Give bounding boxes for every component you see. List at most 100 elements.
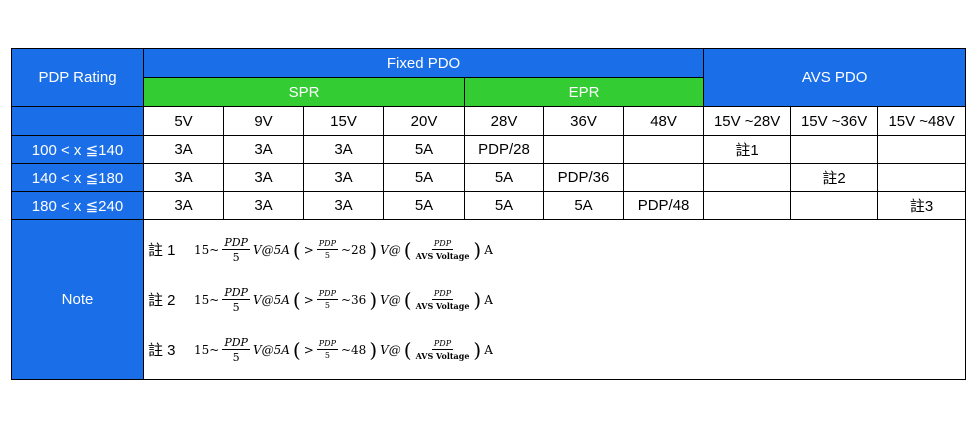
header-voltage: 36V <box>543 106 624 136</box>
header-voltage: 15V ~36V <box>790 106 879 136</box>
table-cell: 3A <box>303 191 384 220</box>
table-cell: 3A <box>143 135 224 164</box>
table-cell: 3A <box>143 163 224 192</box>
table-cell: 3A <box>143 191 224 220</box>
table-cell: 5A <box>383 163 465 192</box>
formula-text: A <box>484 342 493 357</box>
formula-prefix: 15~ <box>194 342 220 357</box>
row-range: 180 < x ≦240 <box>11 191 144 220</box>
table-row: 100 < x ≦140 3A 3A 3A 5A PDP/28 註1 <box>11 135 967 164</box>
header-voltage: 15V ~28V <box>703 106 792 136</box>
table-cell: 3A <box>303 135 384 164</box>
header-fixed-pdo: Fixed PDO <box>142 48 705 78</box>
table-cell <box>877 163 967 192</box>
table-cell: 3A <box>223 191 304 220</box>
formula-text: V@5A <box>252 342 290 357</box>
table-cell: 3A <box>223 135 304 164</box>
table-cell: 3A <box>223 163 304 192</box>
note-item-label: 註 3 <box>148 342 176 359</box>
formula-text: > <box>303 292 314 307</box>
formula-text: > <box>303 242 314 257</box>
note-item-label: 註 1 <box>148 242 176 259</box>
fraction-numerator: PDP <box>316 238 338 250</box>
formula-text: A <box>484 242 493 257</box>
header-avs-pdo: AVS PDO <box>703 48 967 107</box>
table-cell: 5A <box>543 191 624 220</box>
note-item-label: 註 2 <box>148 292 176 309</box>
table-cell: 5A <box>383 135 465 164</box>
table-cell <box>622 135 705 164</box>
table-row: 140 < x ≦180 3A 3A 3A 5A 5A PDP/36 註2 <box>11 163 967 192</box>
formula-prefix: 15~ <box>194 292 220 307</box>
table-cell <box>703 163 792 192</box>
table-cell: PDP/28 <box>464 135 544 164</box>
fraction-numerator: PDP <box>316 288 338 300</box>
fraction-numerator: PDP <box>222 335 250 350</box>
formula-text: V@ <box>380 292 401 307</box>
fraction-denominator: 5 <box>324 350 330 360</box>
formula-text: V@5A <box>252 292 290 307</box>
fraction-numerator: PDP <box>431 288 454 300</box>
table-cell: 5A <box>464 163 544 192</box>
formula-text: ~28 <box>340 242 367 257</box>
fraction-denominator: AVS Voltage <box>415 350 470 361</box>
fraction-denominator: AVS Voltage <box>415 300 470 311</box>
header-voltage: 9V <box>223 106 304 136</box>
pdo-table: PDP Rating Fixed PDO AVS PDO SPR EPR 5V … <box>11 48 967 380</box>
fraction-numerator: PDP <box>431 238 454 250</box>
formula-prefix: 15~ <box>194 242 220 257</box>
header-voltage: 15V <box>303 106 384 136</box>
table-cell <box>790 135 879 164</box>
table-row: 180 < x ≦240 3A 3A 3A 5A 5A 5A PDP/48 註3 <box>11 191 967 220</box>
table-cell <box>877 135 967 164</box>
table-cell <box>703 191 792 220</box>
fraction-denominator: 5 <box>232 250 240 264</box>
table-cell: 5A <box>464 191 544 220</box>
header-voltage: 28V <box>464 106 544 136</box>
formula-text: ~48 <box>340 342 367 357</box>
header-voltage: 15V ~48V <box>877 106 967 136</box>
formula-text: V@5A <box>252 242 290 257</box>
fraction-denominator: 5 <box>324 300 330 310</box>
table-cell: 註1 <box>703 135 792 164</box>
fraction-denominator: AVS Voltage <box>415 250 470 261</box>
table-cell: 註2 <box>790 163 879 192</box>
table-cell: 註3 <box>877 191 967 220</box>
table-cell <box>543 135 624 164</box>
row-range: 100 < x ≦140 <box>11 135 144 164</box>
header-pdp-rating: PDP Rating <box>11 48 144 107</box>
fraction-numerator: PDP <box>222 235 250 250</box>
header-blank-cell <box>11 106 144 136</box>
formula-text: V@ <box>380 342 401 357</box>
header-voltage: 20V <box>383 106 465 136</box>
fraction-numerator: PDP <box>222 285 250 300</box>
fraction-denominator: 5 <box>324 250 330 260</box>
header-voltage: 48V <box>622 106 705 136</box>
note-header: Note <box>11 219 144 380</box>
table-cell: PDP/48 <box>622 191 705 220</box>
table-cell: PDP/36 <box>543 163 624 192</box>
fraction-denominator: 5 <box>232 300 240 314</box>
header-voltage: 5V <box>143 106 224 136</box>
formula-text: A <box>484 292 493 307</box>
table-cell <box>790 191 879 220</box>
fraction-denominator: 5 <box>232 350 240 364</box>
header-spr: SPR <box>143 77 465 107</box>
fraction-numerator: PDP <box>431 338 454 350</box>
formula-text: > <box>303 342 314 357</box>
